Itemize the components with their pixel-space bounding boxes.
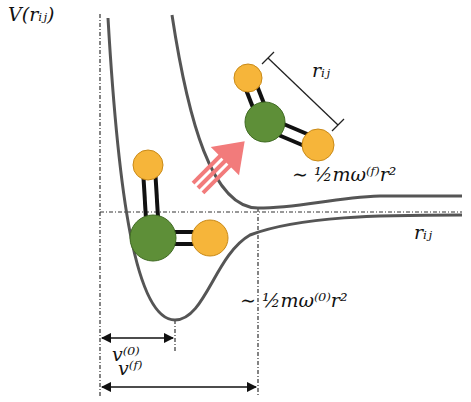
formula-label: ∼ ½mω⁽⁰⁾r² bbox=[240, 290, 348, 312]
final-potential-curve bbox=[172, 15, 462, 208]
axis-label: rᵢⱼ bbox=[414, 222, 432, 244]
length-label: rᵢⱼ bbox=[312, 60, 330, 82]
transition-arrow bbox=[184, 127, 259, 202]
dimension-arrow bbox=[102, 337, 173, 339]
axis-label: V(rᵢⱼ) bbox=[8, 4, 54, 26]
initial-potential-curve bbox=[108, 18, 462, 320]
formula-label: ∼ ½mω⁽ᶠ⁾r² bbox=[292, 164, 396, 186]
horizontal-axis bbox=[100, 211, 462, 212]
dimension-label: v⁽ᶠ⁾ bbox=[118, 358, 143, 380]
guide-line bbox=[174, 320, 175, 352]
molecule-initial bbox=[130, 150, 228, 261]
vertical-axis bbox=[99, 14, 100, 396]
dimension-arrow bbox=[102, 386, 256, 388]
length-bracket bbox=[262, 52, 344, 131]
